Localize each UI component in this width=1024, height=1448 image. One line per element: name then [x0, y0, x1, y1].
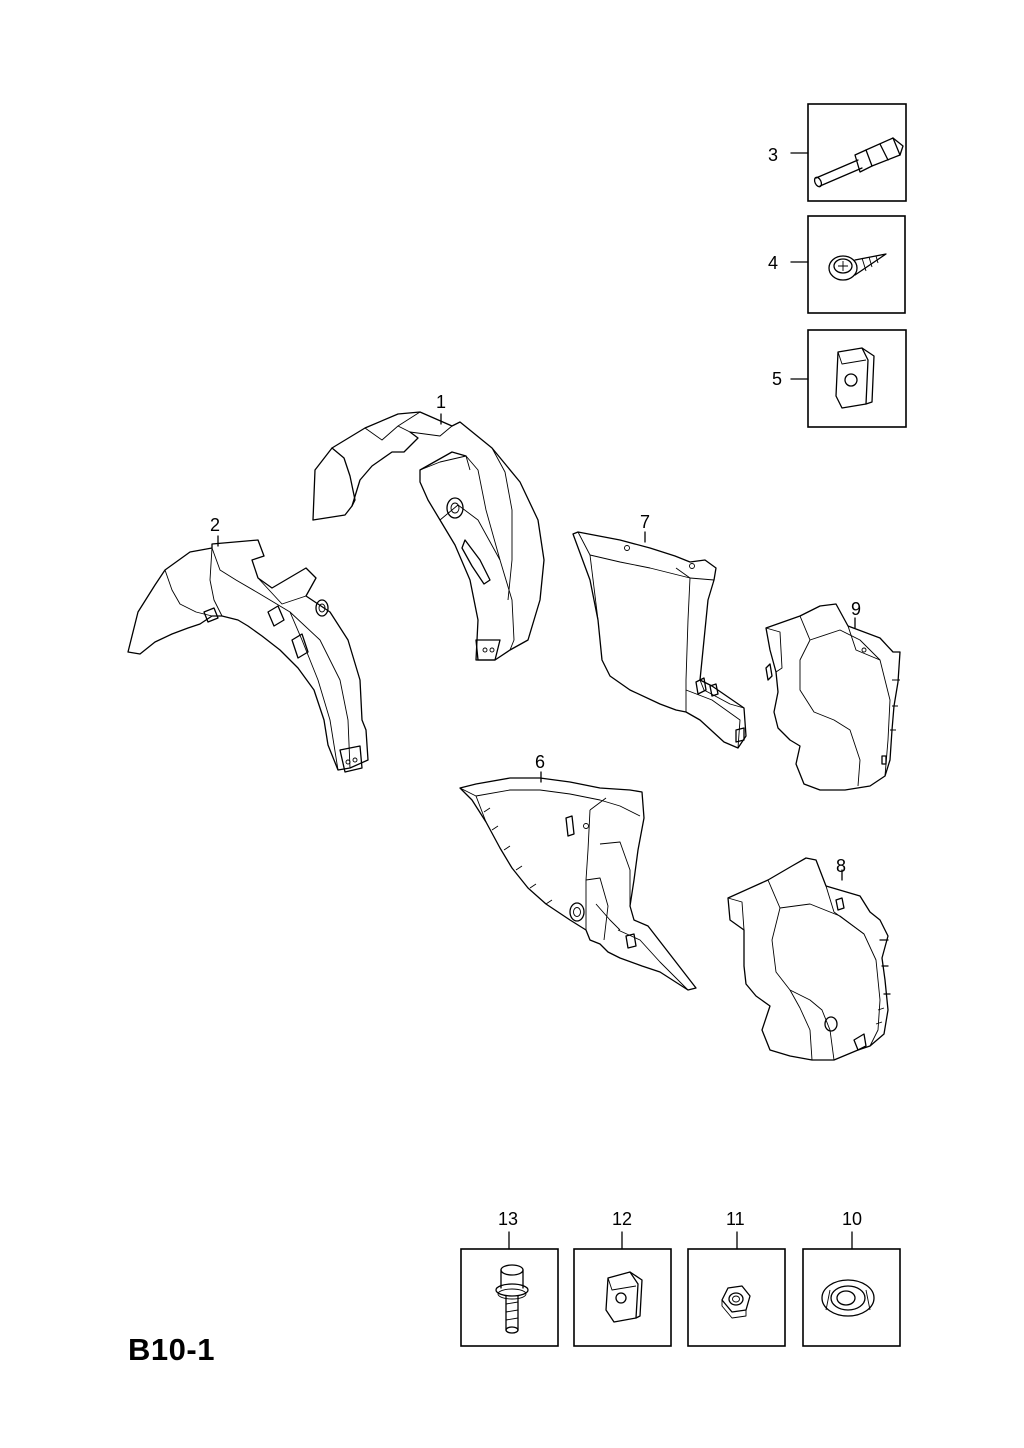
push-rivet-icon — [813, 137, 904, 188]
callout-2: 2 — [210, 515, 221, 535]
callout-4: 4 — [768, 253, 779, 273]
part-8-cover-panel[interactable] — [727, 857, 891, 1061]
callout-11: 11 — [726, 1209, 745, 1229]
callout-13: 13 — [498, 1209, 519, 1229]
part-7-cover-panel[interactable] — [572, 531, 747, 749]
callout-12: 12 — [612, 1209, 633, 1229]
callout-7: 7 — [640, 512, 651, 532]
callout-6: 6 — [535, 752, 546, 772]
clip-nut-icon — [605, 1271, 643, 1323]
part-9-cover-panel[interactable] — [765, 603, 901, 791]
callout-8: 8 — [836, 856, 847, 876]
bolt-icon — [495, 1264, 529, 1334]
part-4-screw-box[interactable] — [790, 215, 906, 314]
callout-9: 9 — [851, 599, 862, 619]
part-3-clip-box[interactable] — [790, 103, 907, 202]
part-5-clip-nut-box[interactable] — [790, 329, 907, 428]
part-2-wheel-arch-liner[interactable] — [127, 535, 369, 773]
callout-10: 10 — [842, 1209, 863, 1229]
hex-nut-icon — [721, 1285, 751, 1319]
callout-3: 3 — [768, 145, 779, 165]
part-12-clip-nut-box[interactable] — [573, 1231, 672, 1347]
callout-1: 1 — [436, 392, 447, 412]
part-6-cover-panel[interactable] — [459, 771, 697, 991]
callout-5: 5 — [772, 369, 783, 389]
screw-icon — [828, 253, 887, 281]
grommet-icon — [821, 1279, 875, 1317]
diagram-code: B10-1 — [128, 1332, 215, 1367]
part-10-grommet-box[interactable] — [802, 1231, 901, 1347]
part-13-bolt-box[interactable] — [460, 1231, 559, 1347]
clip-nut-icon — [835, 347, 875, 409]
part-1-wheel-arch-liner[interactable] — [312, 411, 545, 661]
part-11-nut-box[interactable] — [687, 1231, 786, 1347]
